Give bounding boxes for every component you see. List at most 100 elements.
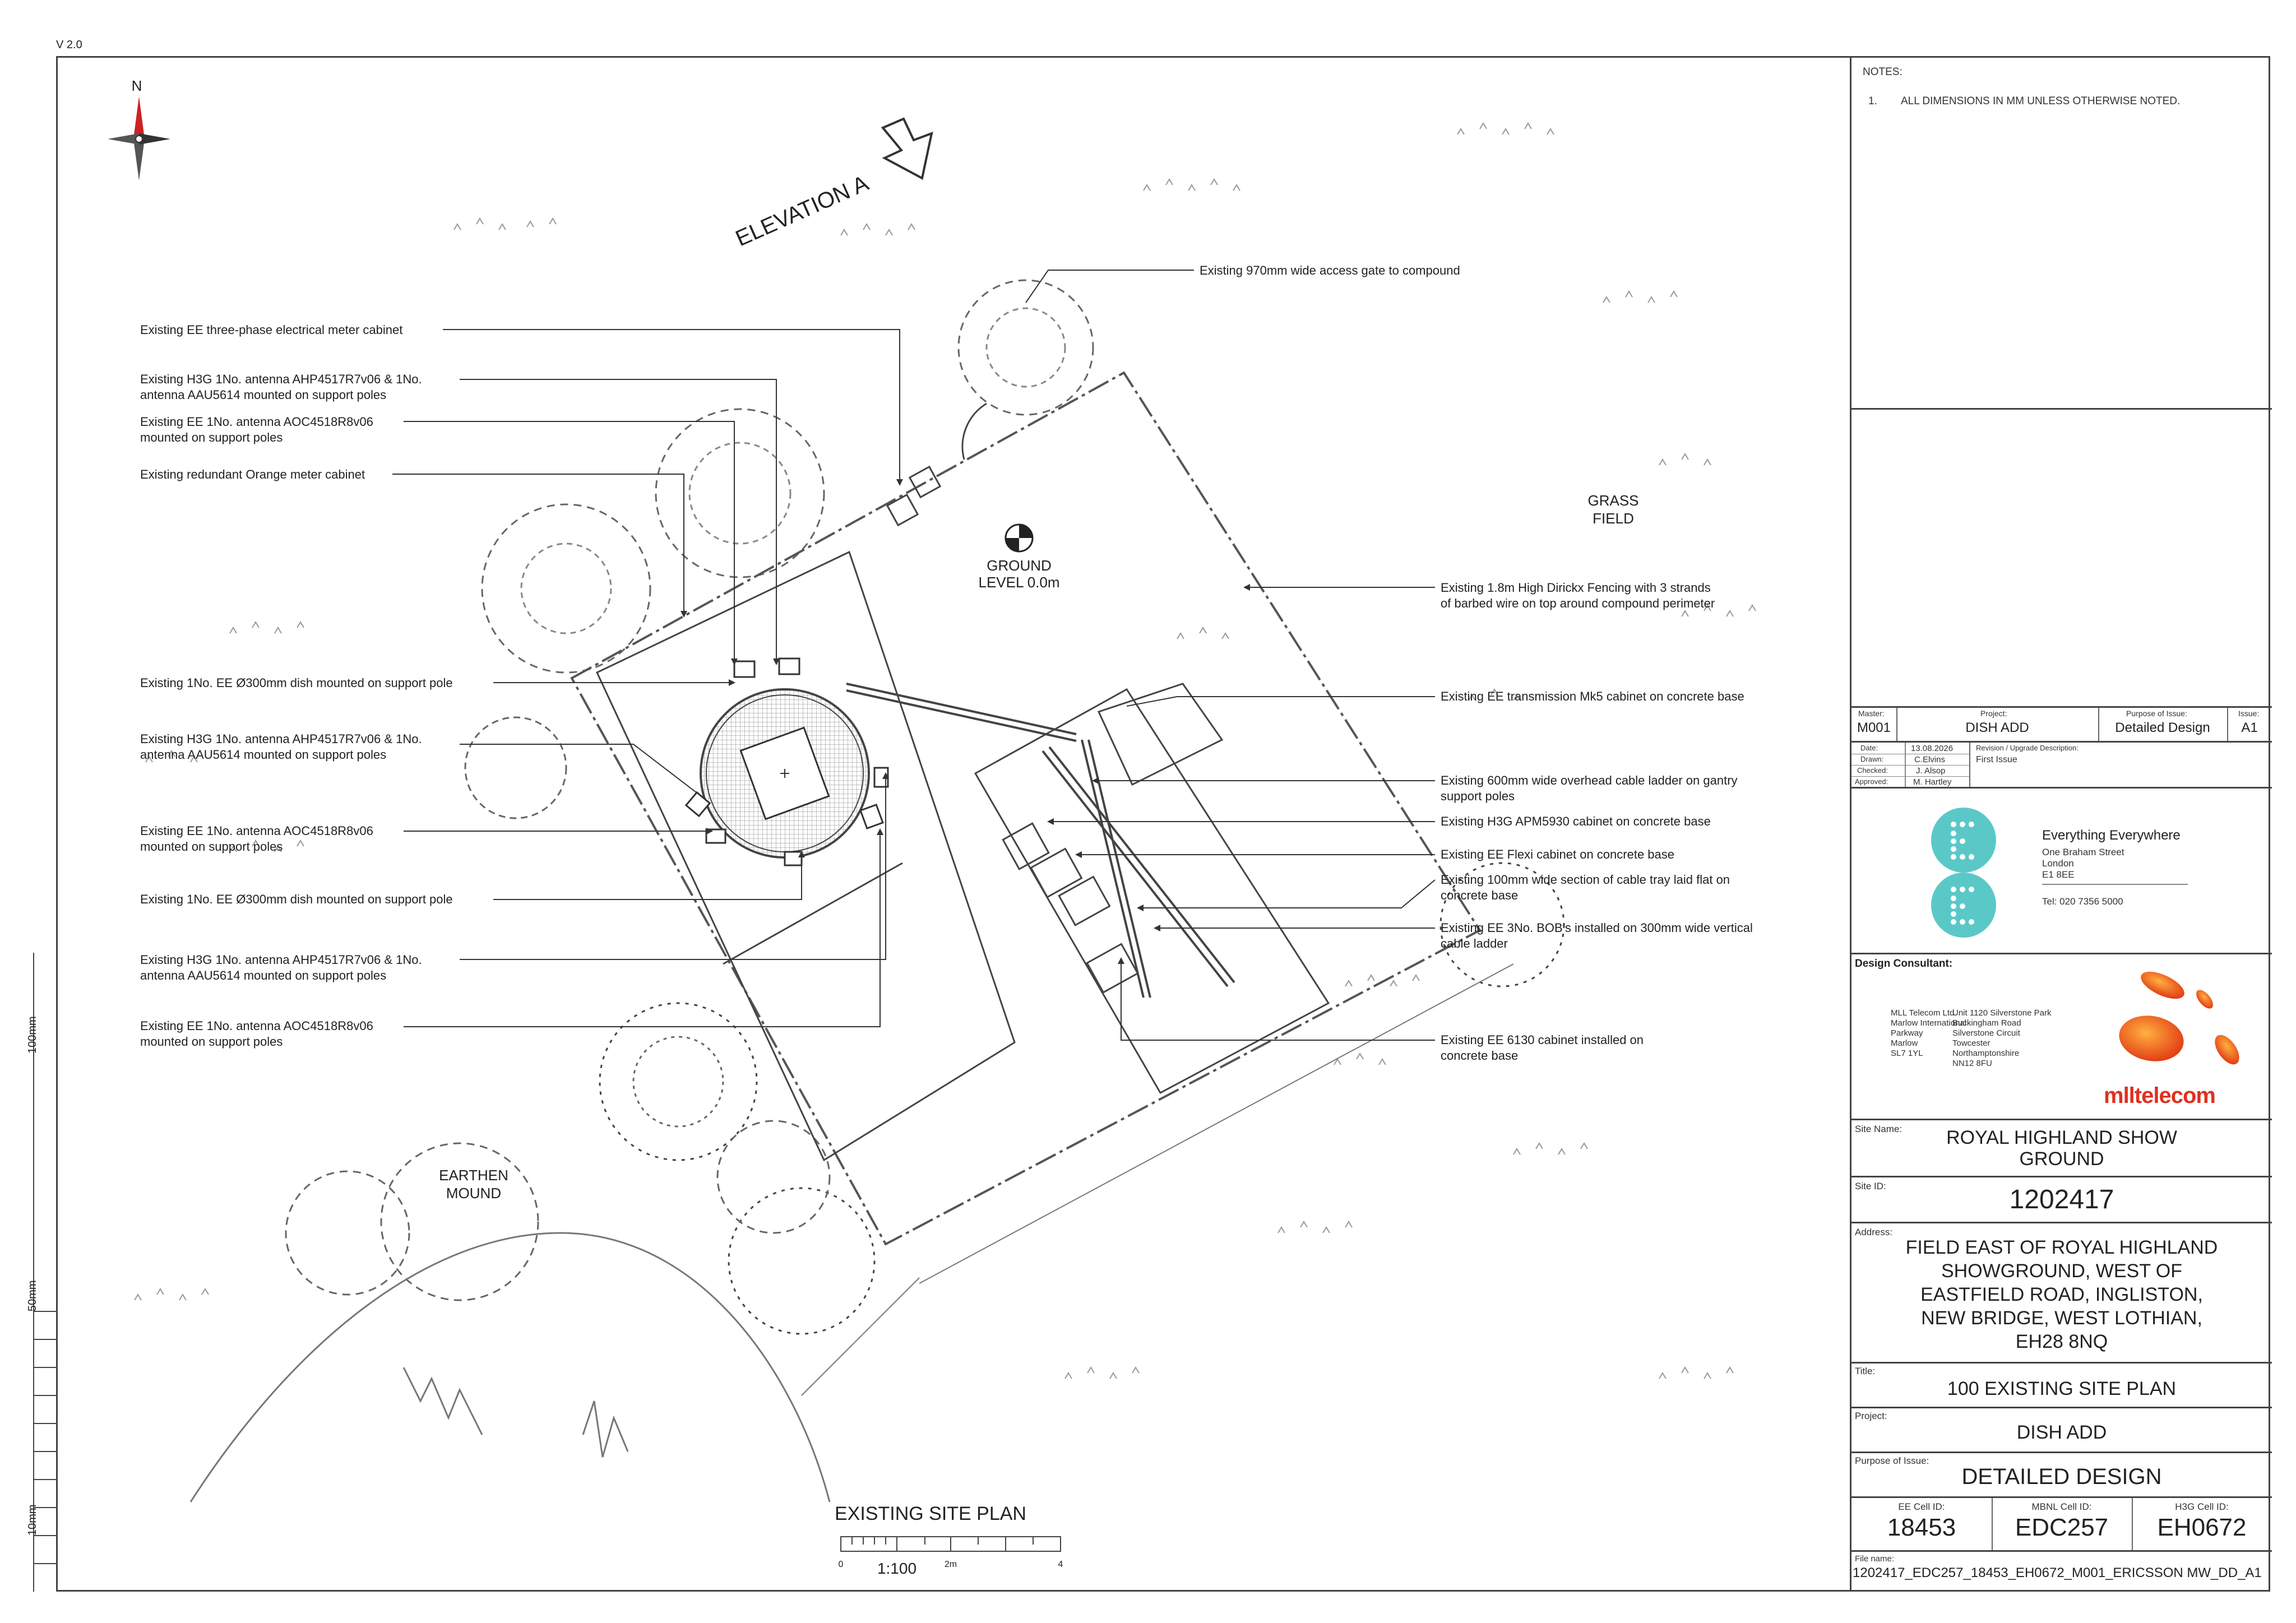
address-block: Address: FIELD EAST OF ROYAL HIGHLAND SH…	[1851, 1222, 2272, 1362]
consultant-line-2: Marlow International	[1891, 1018, 1967, 1028]
scale-tick-0: 0	[839, 1560, 844, 1569]
access-gate	[886, 402, 987, 527]
revision-value: First Issue	[1976, 755, 2017, 764]
mll-logo-icon	[2119, 971, 2239, 1065]
checked-value: J. Alsop	[1916, 766, 1946, 776]
cable-ladder	[846, 683, 1235, 998]
ground-label-1: GROUND	[987, 557, 1052, 574]
annotation-fencing-a: Existing 1.8m High Dirickx Fencing with …	[1441, 581, 1711, 595]
file-name-block: File name: 1202417_EDC257_18453_EH0672_M…	[1851, 1550, 2272, 1592]
approved-label: Approved:	[1855, 777, 1888, 786]
annotations-left: Existing EE three-phase electrical meter…	[140, 323, 453, 1049]
annotation-ee-antenna-2b: mounted on support poles	[140, 840, 283, 854]
drawing-title-label: Title:	[1855, 1366, 1876, 1376]
scale-tick-4: 4	[1058, 1560, 1063, 1569]
address-line-4: NEW BRIDGE, WEST LOTHIAN,	[1921, 1307, 2202, 1329]
annotation-ee-antenna-1a: Existing EE 1No. antenna AOC4518R8v06	[140, 415, 373, 429]
ruler-label-100mm: 100mm	[26, 1016, 39, 1054]
revision-table: Date: 13.08.2026 Drawn: C.Elvins Checked…	[1851, 741, 2272, 789]
mbnl-cell-value: EDC257	[2015, 1514, 2109, 1541]
annotation-dish-1: Existing 1No. EE Ø300mm dish mounted on …	[140, 676, 453, 690]
annotation-meter-cabinet: Existing EE three-phase electrical meter…	[140, 323, 402, 337]
title-block: NOTES: 1. ALL DIMENSIONS IN MM UNLESS OT…	[1850, 56, 2272, 1592]
site-name-line-2: GROUND	[2019, 1148, 2104, 1170]
earthen-mound: EARTHEN MOUND	[189, 1167, 831, 1503]
ee-address-3: E1 8EE	[2042, 869, 2075, 880]
ee-block: Everything Everywhere One Braham Street …	[1851, 787, 2272, 953]
site-name-block: Site Name: ROYAL HIGHLAND SHOW GROUND	[1851, 1119, 2272, 1176]
consultant-addr-4: Towcester	[1952, 1038, 1991, 1048]
file-name-label: File name:	[1855, 1554, 1895, 1564]
ee-cell-label: EE Cell ID:	[1898, 1501, 1945, 1512]
sheet-frame	[56, 56, 2270, 1592]
note-1-number: 1.	[1868, 95, 1877, 107]
annotation-h3g-antenna-3b: antenna AAU5614 mounted on support poles	[140, 968, 386, 982]
north-label: N	[132, 77, 142, 94]
annotation-cable-tray-a: Existing 100mm wide section of cable tra…	[1441, 873, 1730, 887]
trees	[285, 279, 1565, 1335]
address-label: Address:	[1855, 1227, 1893, 1237]
grass-tufts	[134, 122, 1756, 1379]
compound-fence	[570, 371, 1514, 1396]
consultant-addr-2: Buckingham Road	[1952, 1018, 2021, 1028]
annotation-bob-a: Existing EE 3No. BOB's installed on 300m…	[1441, 921, 1753, 935]
north-arrow-icon: N	[108, 77, 170, 180]
annotation-6130-b: concrete base	[1441, 1049, 1518, 1063]
annotation-flexi: Existing EE Flexi cabinet on concrete ba…	[1441, 847, 1674, 861]
address-line-3: EASTFIELD ROAD, INGLISTON,	[1920, 1284, 2203, 1305]
annotation-ee-antenna-1b: mounted on support poles	[140, 430, 283, 444]
revision-label: Revision / Upgrade Description:	[1976, 744, 2079, 752]
site-id-value: 1202417	[2009, 1185, 2114, 1214]
annotation-h3g-antenna-1a: Existing H3G 1No. antenna AHP4517R7v06 &…	[140, 372, 422, 386]
version-label: V 2.0	[56, 39, 82, 51]
ee-address-1: One Braham Street	[2042, 847, 2124, 857]
ee-logo-icon	[1931, 808, 1996, 938]
consultant-addr-1: Unit 1120 Silverstone Park	[1952, 1008, 2052, 1018]
annotation-h3g-antenna-1b: antenna AAU5614 mounted on support poles	[140, 388, 386, 402]
site-name-label: Site Name:	[1855, 1124, 1902, 1134]
mound-label-2: MOUND	[446, 1185, 501, 1202]
annotation-cable-ladder-a: Existing 600mm wide overhead cable ladde…	[1441, 773, 1738, 787]
purpose-block-value: DETAILED DESIGN	[1961, 1464, 2162, 1489]
address-line-1: FIELD EAST OF ROYAL HIGHLAND	[1905, 1237, 2218, 1258]
annotation-h3g-antenna-3a: Existing H3G 1No. antenna AHP4517R7v06 &…	[140, 953, 422, 967]
h3g-cell-label: H3G Cell ID:	[2175, 1501, 2229, 1512]
plan-title-block: EXISTING SITE PLAN 0 1:100 2m 4	[835, 1503, 1063, 1577]
consultant-line-4: Marlow	[1891, 1038, 1918, 1048]
drawn-label: Drawn:	[1860, 755, 1884, 763]
consultant-line-5: SL7 1YL	[1891, 1049, 1923, 1058]
purpose-block-label: Purpose of Issue:	[1855, 1455, 1929, 1466]
design-consultant-block: Design Consultant: MLL Telecom Ltd Marlo…	[1851, 953, 2272, 1119]
master-row: Master: M001 Project: DISH ADD Purpose o…	[1851, 706, 2272, 743]
project-block-value: DISH ADD	[2016, 1422, 2107, 1443]
date-label: Date:	[1860, 744, 1878, 752]
ee-address-2: London	[2042, 858, 2074, 869]
annotation-cable-ladder-b: support poles	[1441, 789, 1515, 803]
address-line-5: EH28 8NQ	[2015, 1331, 2108, 1352]
consultant-addr-6: NN12 8FU	[1952, 1059, 1992, 1068]
consultant-line-3: Parkway	[1891, 1028, 1923, 1038]
annotation-cable-tray-b: concrete base	[1441, 888, 1518, 902]
annotation-ee-antenna-3a: Existing EE 1No. antenna AOC4518R8v06	[140, 1019, 373, 1033]
annotation-bob-b: cable ladder	[1441, 936, 1508, 950]
master-label: Master:	[1858, 709, 1885, 718]
consultant-addr-3: Silverstone Circuit	[1952, 1028, 2020, 1038]
drawn-value: C.Elvins	[1914, 755, 1946, 764]
project-block: Project: DISH ADD	[1851, 1407, 2272, 1452]
address-line-2: SHOWGROUND, WEST OF	[1941, 1260, 2183, 1282]
ee-cell-value: 18453	[1887, 1514, 1956, 1541]
ground-level-datum: GROUND LEVEL 0.0m	[978, 523, 1060, 591]
annotation-ee-antenna-3b: mounted on support poles	[140, 1035, 283, 1049]
mll-logo-text: mlltelecom	[2104, 1083, 2216, 1108]
edge-ruler	[33, 953, 56, 1592]
checked-label: Checked:	[1857, 766, 1888, 775]
consultant-addr-5: Northamptonshire	[1952, 1049, 2020, 1058]
annotation-ee-antenna-2a: Existing EE 1No. antenna AOC4518R8v06	[140, 824, 373, 838]
ground-label-2: LEVEL 0.0m	[978, 574, 1059, 591]
consultant-line-1: MLL Telecom Ltd	[1891, 1008, 1955, 1018]
field-label-2: FIELD	[1593, 510, 1634, 527]
h3g-cell-value: EH0672	[2157, 1514, 2247, 1541]
ee-telephone: Tel: 020 7356 5000	[2042, 896, 2123, 907]
project-value: DISH ADD	[1965, 720, 2029, 735]
annotation-fencing-b: of barbed wire on top around compound pe…	[1441, 596, 1715, 610]
